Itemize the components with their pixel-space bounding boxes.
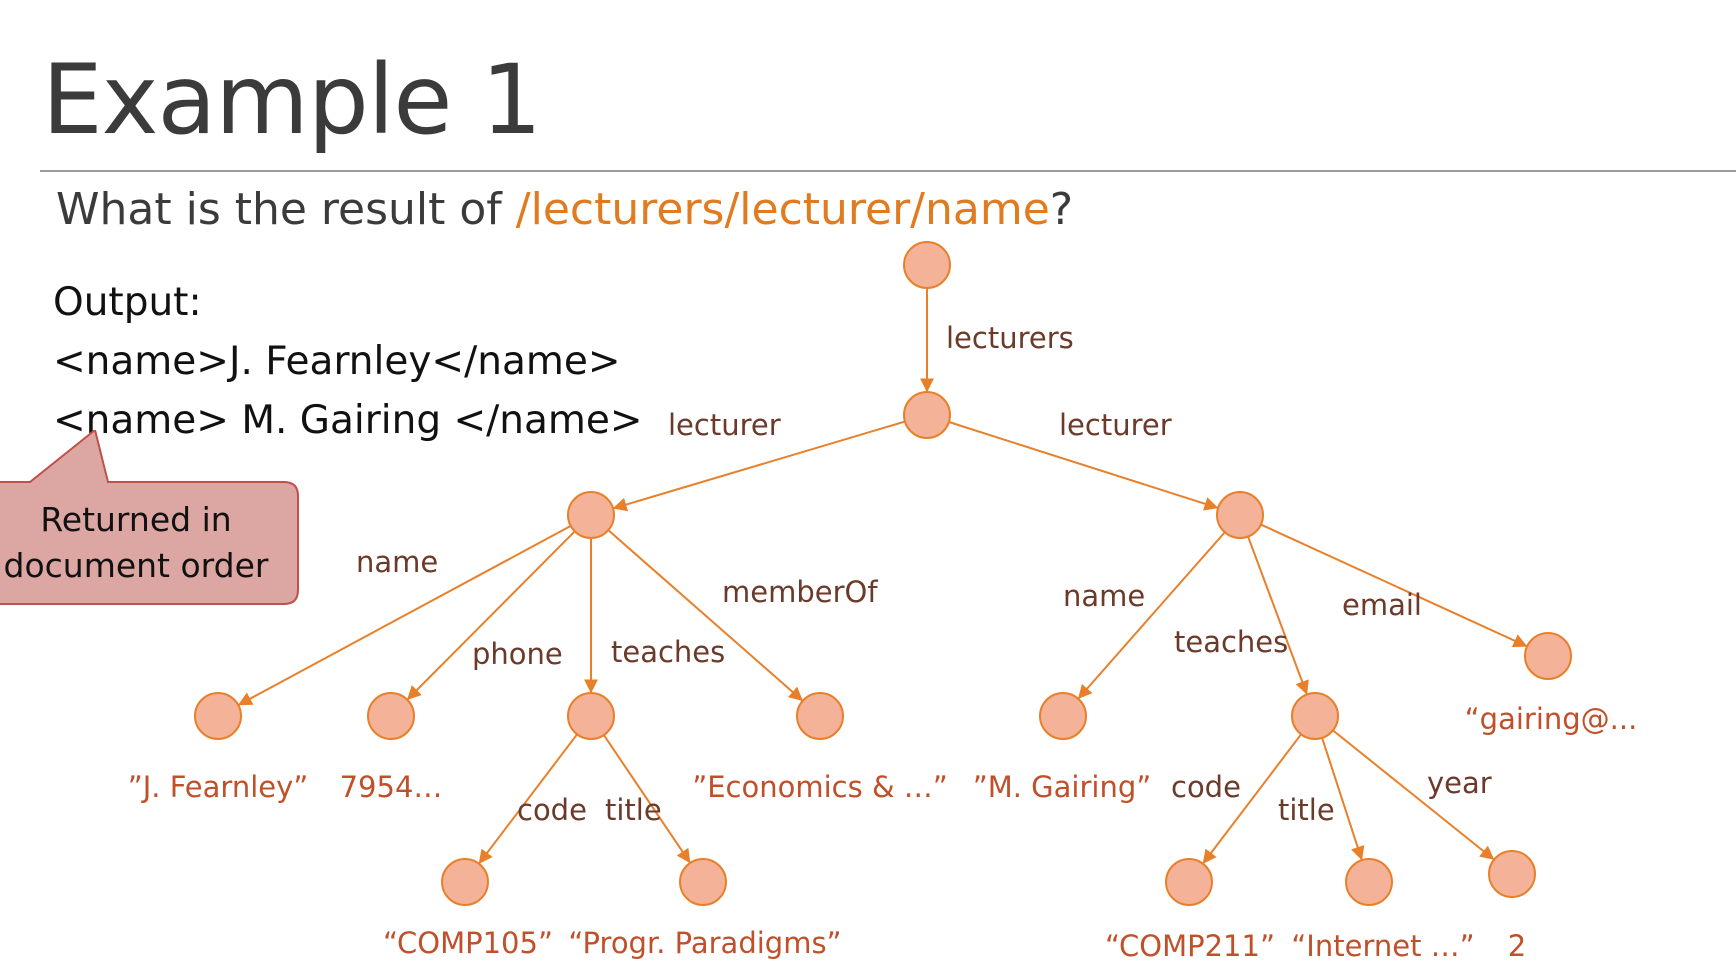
callout-line-2: document order (3, 546, 269, 585)
output-block: Output: <name>J. Fearnley</name> <name> … (53, 273, 643, 450)
edge-title2 (1321, 737, 1365, 861)
output-line-1: <name>J. Fearnley</name> (53, 339, 621, 384)
edge-label-email: email (1342, 588, 1422, 622)
edge-phone (406, 530, 576, 700)
edge-label-code2: code (1171, 770, 1241, 804)
edge-code1 (478, 733, 578, 864)
output-line-2: <name> M. Gairing </name> (53, 398, 643, 443)
node-lect2 (1216, 491, 1264, 539)
callout-line-1: Returned in (40, 500, 232, 539)
node-name2 (1039, 692, 1087, 740)
edge-code2 (1202, 733, 1302, 864)
edge-label-teaches2: teaches (1174, 625, 1288, 659)
value-title2: “Internet …” (1291, 929, 1474, 963)
node-lecturers (903, 391, 951, 439)
edge-label-teaches1: teaches (611, 635, 725, 669)
node-root (903, 241, 951, 289)
node-title2 (1345, 858, 1393, 906)
node-name1 (194, 692, 242, 740)
output-label: Output: (53, 280, 202, 325)
question: What is the result of /lecturers/lecture… (56, 184, 1073, 235)
value-code2: “COMP211” (1105, 929, 1275, 963)
node-title1 (679, 858, 727, 906)
edge-label-lecturers: lecturers (946, 321, 1074, 355)
edge-label-memberOf: memberOf (722, 575, 878, 609)
edge-label-code1: code (517, 793, 587, 827)
node-code2 (1165, 858, 1213, 906)
callout-shape (0, 430, 299, 605)
value-memberOf: ”Economics & …” (692, 770, 948, 804)
value-name2: ”M. Gairing” (973, 770, 1152, 804)
edge-name1 (237, 525, 572, 706)
slide-title: Example 1 (42, 44, 542, 156)
value-phone: 7954… (340, 770, 443, 804)
value-title1: “Progr. Paradigms” (568, 926, 841, 960)
node-memberOf (796, 692, 844, 740)
edge-memberOf (607, 529, 804, 702)
node-email (1524, 632, 1572, 680)
xpath-expression: /lecturers/lecturer/name (515, 184, 1050, 235)
edge-year (1332, 729, 1495, 860)
node-phone (367, 692, 415, 740)
node-year (1488, 850, 1536, 898)
edge-label-phone: phone (472, 637, 563, 671)
title-divider (40, 170, 1736, 172)
value-email: “gairing@... (1465, 702, 1638, 736)
edge-email (1260, 523, 1528, 648)
question-suffix: ? (1049, 184, 1074, 235)
edge-lecturer2 (948, 421, 1219, 511)
edge-label-year: year (1427, 766, 1492, 800)
value-year: 2 (1508, 929, 1526, 963)
node-teaches1 (567, 692, 615, 740)
edge-label-title2: title (1278, 793, 1335, 827)
value-code1: “COMP105” (383, 926, 553, 960)
edge-label-lecturer1: lecturer (668, 408, 781, 442)
edge-label-lecturer2: lecturer (1059, 408, 1172, 442)
edge-lecturer1 (612, 420, 906, 512)
edge-teaches2 (1247, 536, 1309, 695)
question-prefix: What is the result of (56, 184, 516, 235)
edge-label-name1: name (356, 545, 438, 579)
value-name1: ”J. Fearnley” (128, 770, 309, 804)
node-code1 (441, 858, 489, 906)
node-lect1 (567, 491, 615, 539)
callout-text: Returned in document order (0, 497, 272, 589)
edge-label-title1: title (605, 793, 662, 827)
edge-name2 (1077, 531, 1226, 700)
edge-label-name2: name (1063, 579, 1145, 613)
node-teaches2 (1291, 692, 1339, 740)
edge-title1 (603, 734, 691, 864)
